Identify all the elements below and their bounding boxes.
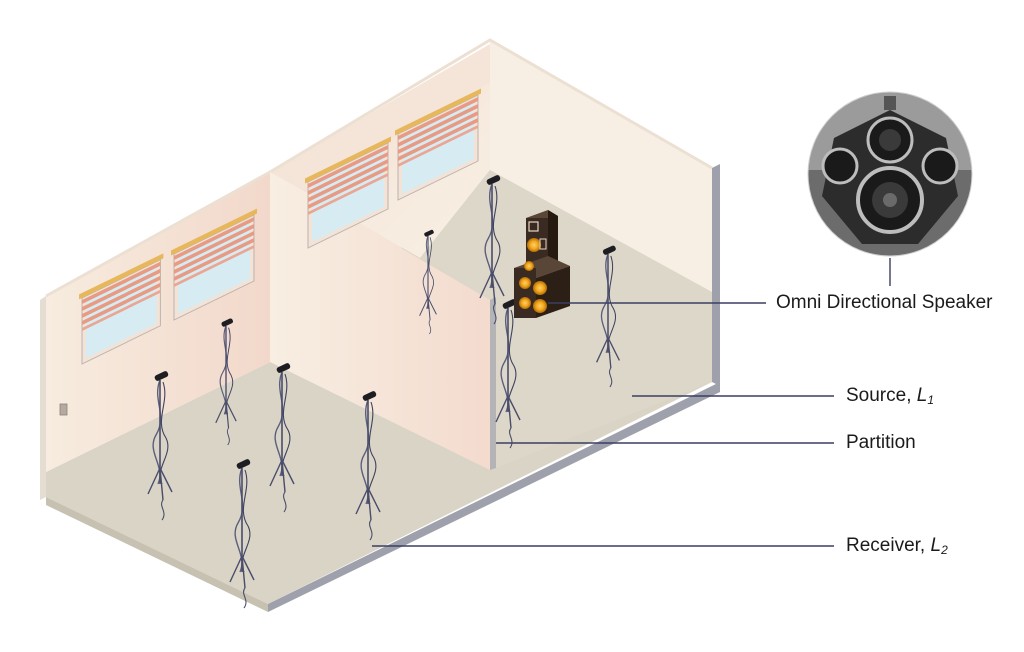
source-label-sub: 1: [927, 393, 935, 407]
receiver-label: Receiver, L2: [846, 535, 948, 561]
partition-wall: [270, 172, 490, 470]
top-rim: [45, 38, 713, 298]
dodecahedron-speaker-icon: [807, 91, 973, 286]
source-label-var: L: [916, 385, 928, 406]
receiver-label-sub: 2: [941, 543, 948, 557]
receiver-label-var: L: [930, 535, 942, 556]
speaker-label: Omni Directional Speaker: [776, 292, 993, 313]
receiver-label-text: Receiver,: [846, 535, 931, 556]
leader-lines: [372, 302, 834, 547]
wall-socket-icon: [59, 403, 68, 416]
right-wall-edge: [712, 164, 720, 386]
floor-edge: [46, 472, 268, 612]
left-wall-edge: [40, 296, 46, 500]
right-back-wall: [490, 40, 712, 292]
partition-label: Partition: [846, 432, 916, 453]
source-label-text: Source,: [846, 385, 917, 406]
partition-edge: [490, 297, 496, 470]
source-label: Source, L1: [846, 385, 934, 411]
loudspeaker-stack-icon: [514, 210, 570, 318]
floor-front-edge: [268, 382, 720, 612]
